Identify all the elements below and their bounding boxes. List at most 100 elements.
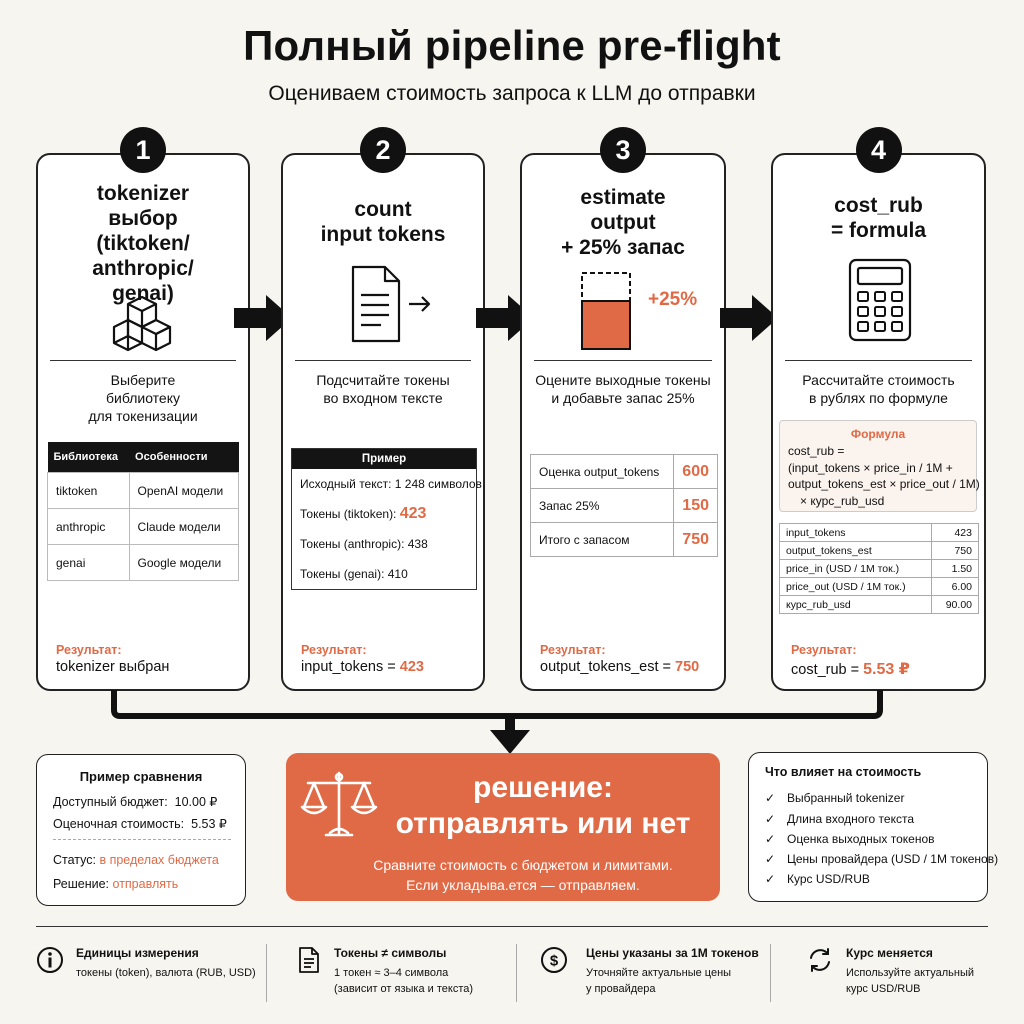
factors-card: Что влияет на стоимость ✓Выбранный token…	[748, 752, 998, 902]
decision-title-line-1: решение:	[473, 771, 613, 804]
estimate-table: Оценка output_tokens 600 Запас 25% 150 И…	[529, 454, 718, 557]
step-4-description: Рассчитайте стоимость в рублях по формул…	[802, 372, 955, 406]
table-header-row: Библиотека Особенности	[47, 442, 239, 473]
step-4-badge: 4	[855, 127, 902, 173]
step-1-divider	[50, 360, 236, 361]
list-item: ✓Длина входного текста	[765, 812, 914, 826]
check-icon: ✓	[765, 812, 776, 826]
step-4-divider	[785, 360, 972, 361]
check-icon: ✓	[765, 872, 776, 886]
step-2-divider	[295, 360, 471, 361]
calculator-icon	[848, 258, 912, 342]
table-row: genai Google модели	[47, 544, 240, 581]
step-3-title: estimate output + 25% запас	[561, 186, 685, 259]
document-icon	[299, 947, 319, 973]
list-item: ✓Цены провайдера (USD / 1M токенов)	[765, 852, 999, 866]
step-3-badge: 3	[600, 127, 646, 173]
list-item: Токены (tiktoken): 423	[300, 505, 427, 522]
cube-stack-icon	[112, 295, 172, 352]
step-1-title: tokenizer выбор (tiktoken/ anthropic/ ge…	[92, 182, 194, 305]
list-item: ✓Курс USD/RUB	[765, 872, 870, 886]
list-item: Исходный текст: 1 248 символов	[300, 477, 482, 491]
step-2-title: count input tokens	[320, 198, 446, 246]
decision-row: Решение: отправлять	[53, 877, 179, 891]
step-2-card: 2 count input tokens Подсчитайте токены …	[281, 127, 485, 691]
arrow-right-icon	[720, 295, 778, 341]
formula-title: Формула	[850, 427, 906, 441]
svg-text:$: $	[550, 953, 559, 970]
footer-separator	[770, 944, 771, 1002]
formula-text: cost_rub = (input_tokens × price_in / 1M…	[788, 444, 980, 508]
footer-separator	[516, 944, 517, 1002]
arrow-right-icon	[476, 295, 534, 341]
footer-prices: Цены указаны за 1M токенов Уточняйте акт…	[586, 946, 759, 995]
step-2-result: input_tokens = 423	[301, 659, 424, 675]
bar-percent-label: +25%	[648, 289, 698, 310]
step-3-divider	[534, 360, 712, 361]
bar-fill-icon	[581, 272, 631, 350]
step-1-badge: 1	[120, 127, 166, 173]
footer-units: Единицы измерения токены (token), валюта…	[76, 946, 256, 979]
decision-panel: решение: отправлять или нет Сравните сто…	[286, 753, 720, 901]
step-3-card: 3 estimate output + 25% запас +25% Оцени…	[520, 127, 726, 691]
budget-row: Доступный бюджет: 10.00 ₽	[53, 795, 218, 809]
check-icon: ✓	[765, 852, 776, 866]
footer-divider	[36, 926, 988, 927]
decision-text-line-1: Сравните стоимость с бюджетом и лимитами…	[373, 857, 673, 873]
formula-box: Формула cost_rub = (input_tokens × price…	[779, 420, 980, 512]
step-3-result-label: Результат:	[540, 643, 606, 657]
list-item: Токены (anthropic): 438	[300, 537, 428, 551]
decision-text-line-2: Если укладыва.ется — отправляем.	[406, 877, 640, 893]
footer-separator	[266, 944, 267, 1002]
check-icon: ✓	[765, 832, 776, 846]
step-4-card: 4 cost_rub = formula Рассчитайте стоимос…	[771, 127, 986, 691]
estimate-row: Оценочная стоимость: 5.53 ₽	[53, 817, 227, 831]
list-item: ✓Выбранный tokenizer	[765, 791, 905, 805]
table-row: anthropic Claude модели	[47, 508, 240, 545]
factors-title: Что влияет на стоимость	[765, 765, 922, 779]
document-arrow-icon	[351, 265, 431, 343]
page-subtitle: Оцениваем стоимость запроса к LLM до отп…	[268, 82, 756, 105]
step-4-title: cost_rub = formula	[830, 194, 927, 242]
merge-flow-line	[111, 690, 883, 754]
table-row: Запас 25% 150	[529, 488, 718, 523]
footer-rate: Курс меняется Используйте актуальный кур…	[846, 946, 975, 995]
scales-icon	[300, 771, 378, 837]
info-icon	[37, 947, 63, 973]
table-row: price_in (USD / 1M ток.)1.50	[779, 559, 979, 578]
step-3-result: output_tokens_est = 750	[540, 659, 700, 675]
dollar-icon: $	[541, 947, 567, 973]
arrow-right-icon	[234, 295, 292, 341]
table-row: tiktoken OpenAI модели	[47, 472, 240, 509]
example-box: Пример Исходный текст: 1 248 символов То…	[291, 448, 482, 590]
step-1-result: tokenizer выбран	[56, 659, 170, 675]
step-2-description: Подсчитайте токены во входном тексте	[316, 372, 450, 406]
comparison-card: Пример сравнения Доступный бюджет: 10.00…	[36, 754, 246, 906]
list-item: Токены (genai): 410	[300, 567, 408, 581]
example-title: Пример	[292, 449, 476, 469]
step-4-result-label: Результат:	[791, 643, 857, 657]
step-1-card: 1 tokenizer выбор (tiktoken/ anthropic/ …	[36, 127, 250, 691]
table-row: price_out (USD / 1M ток.)6.00	[779, 577, 979, 596]
status-row: Статус: в пределах бюджета	[53, 853, 219, 867]
library-table: Библиотека Особенности tiktoken OpenAI м…	[47, 442, 240, 581]
step-2-result-label: Результат:	[301, 643, 367, 657]
comparison-divider	[53, 839, 231, 840]
decision-title-line-2: отправлять или нет	[395, 807, 691, 840]
step-1-result-label: Результат:	[56, 643, 122, 657]
refresh-icon	[810, 948, 830, 972]
list-item: ✓Оценка выходных токенов	[765, 832, 935, 846]
table-row: Оценка output_tokens 600	[529, 454, 718, 489]
check-icon: ✓	[765, 791, 776, 805]
step-3-description: Оцените выходные токены и добавьте запас…	[535, 372, 711, 406]
step-4-result: cost_rub = 5.53 ₽	[791, 661, 910, 678]
table-row: Итого с запасом 750	[529, 522, 718, 557]
step-2-badge: 2	[360, 127, 406, 173]
step-1-description: Выберите библиотеку для токенизации	[88, 372, 198, 424]
page-title: Полный pipeline pre-flight	[243, 22, 781, 69]
footer-tokens: Токены ≠ символы 1 токен ≈ 3–4 символа (…	[334, 946, 474, 995]
